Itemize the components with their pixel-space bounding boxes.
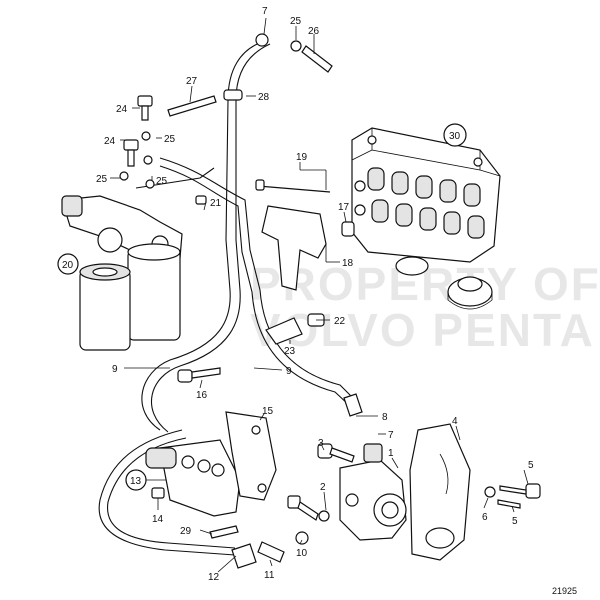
callout-19: 19 [296,152,308,163]
callout-11: 11 [264,570,275,581]
callout-circle-20 [57,253,79,275]
callout-1: 1 [388,448,394,459]
fuel-pipes [98,41,356,556]
callout-circle-30 [443,123,467,147]
callout-29: 29 [180,526,192,537]
callout-24-upper: 24 [116,104,128,115]
callout-20: 20 [62,260,74,271]
callout-13: 13 [130,476,142,487]
injection-pump-block [351,127,501,310]
callout-30: 30 [449,131,461,142]
callout-25-top: 25 [290,16,302,27]
leader-lines [110,17,529,573]
fuel-filter-assembly [61,195,183,351]
callout-27: 27 [186,76,198,87]
callout-7-middle: 7 [388,430,394,441]
callout-15: 15 [262,406,274,417]
callout-circle-13 [125,469,147,491]
callout-18: 18 [342,258,354,269]
callout-17: 17 [338,202,350,213]
callout-14: 14 [152,514,164,525]
callout-6: 6 [482,512,488,523]
callout-23: 23 [284,346,296,357]
callout-10: 10 [296,548,308,559]
callout-21: 21 [210,198,222,209]
callout-25-lower-right: 25 [156,176,168,187]
callout-24-lower: 24 [104,136,116,147]
callout-25-upper-right: 25 [164,134,176,145]
callout-16: 16 [196,390,208,401]
callout-3: 3 [318,438,324,449]
callout-12: 12 [208,572,220,583]
callout-5-upper: 5 [528,460,534,471]
callout-4: 4 [452,416,458,427]
callout-7-top: 7 [262,6,268,17]
mounting-bracket [255,179,331,291]
callout-8: 8 [382,412,388,423]
callout-9-left: 9 [112,364,118,375]
fuel-feed-pump [339,423,471,561]
fasteners [119,33,541,569]
callout-labels: 7 25 26 27 28 24 24 25 25 25 21 30 19 17… [57,6,577,596]
watermark-line-2: VOLVO PENTA [250,304,595,356]
callout-26: 26 [308,26,320,37]
drawing-reference-number: 21925 [552,586,577,596]
callout-5-lower: 5 [512,516,518,527]
callout-28: 28 [258,92,270,103]
callout-2: 2 [320,482,326,493]
solenoid-valve-assembly [145,411,277,517]
callout-9-right: 9 [286,366,292,377]
callout-22: 22 [334,316,346,327]
callout-25-left: 25 [96,174,108,185]
